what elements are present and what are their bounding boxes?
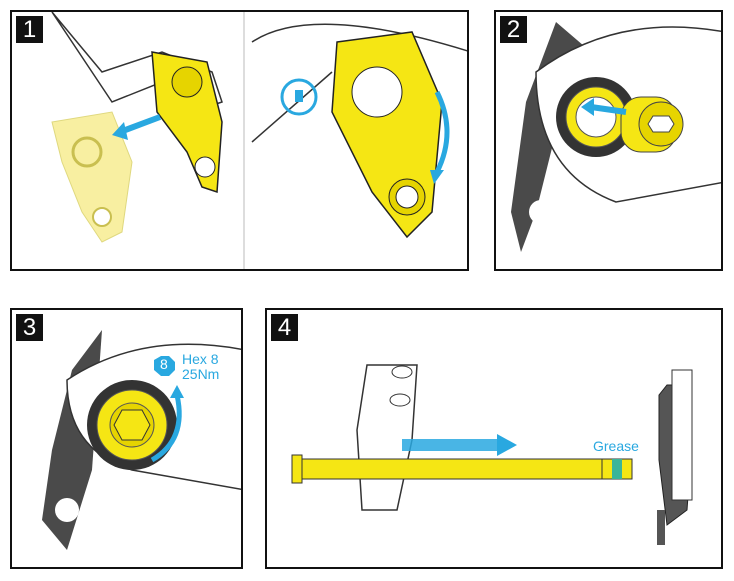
- rotate-arrow: [434, 90, 450, 174]
- axle: [301, 458, 603, 480]
- step-4-panel: 4 Grease: [265, 308, 723, 569]
- step-1-panel: 1: [10, 10, 469, 271]
- step-3-panel: 3 8 Hex 8 25Nm: [10, 308, 243, 569]
- ghost-hanger: [51, 111, 133, 243]
- step-number-badge: 3: [16, 314, 43, 341]
- step-number-badge: 1: [16, 16, 43, 43]
- hex-size-number: 8: [160, 356, 168, 372]
- hex-label: Hex 8: [182, 351, 219, 367]
- insert-arrow: [118, 114, 162, 135]
- bolt-insert-illustration: [511, 22, 721, 252]
- step-2-panel: 2: [494, 10, 723, 271]
- axle-insert-illustration: [291, 364, 693, 545]
- grease-label: Grease: [593, 438, 639, 454]
- hanger-install-illustration: [51, 12, 467, 269]
- step-number-badge: 4: [271, 314, 298, 341]
- torque-label: 25Nm: [182, 366, 220, 382]
- bolt-tighten-illustration: [42, 330, 241, 550]
- step-number-badge: 2: [500, 16, 527, 43]
- hex-icon: [154, 356, 175, 376]
